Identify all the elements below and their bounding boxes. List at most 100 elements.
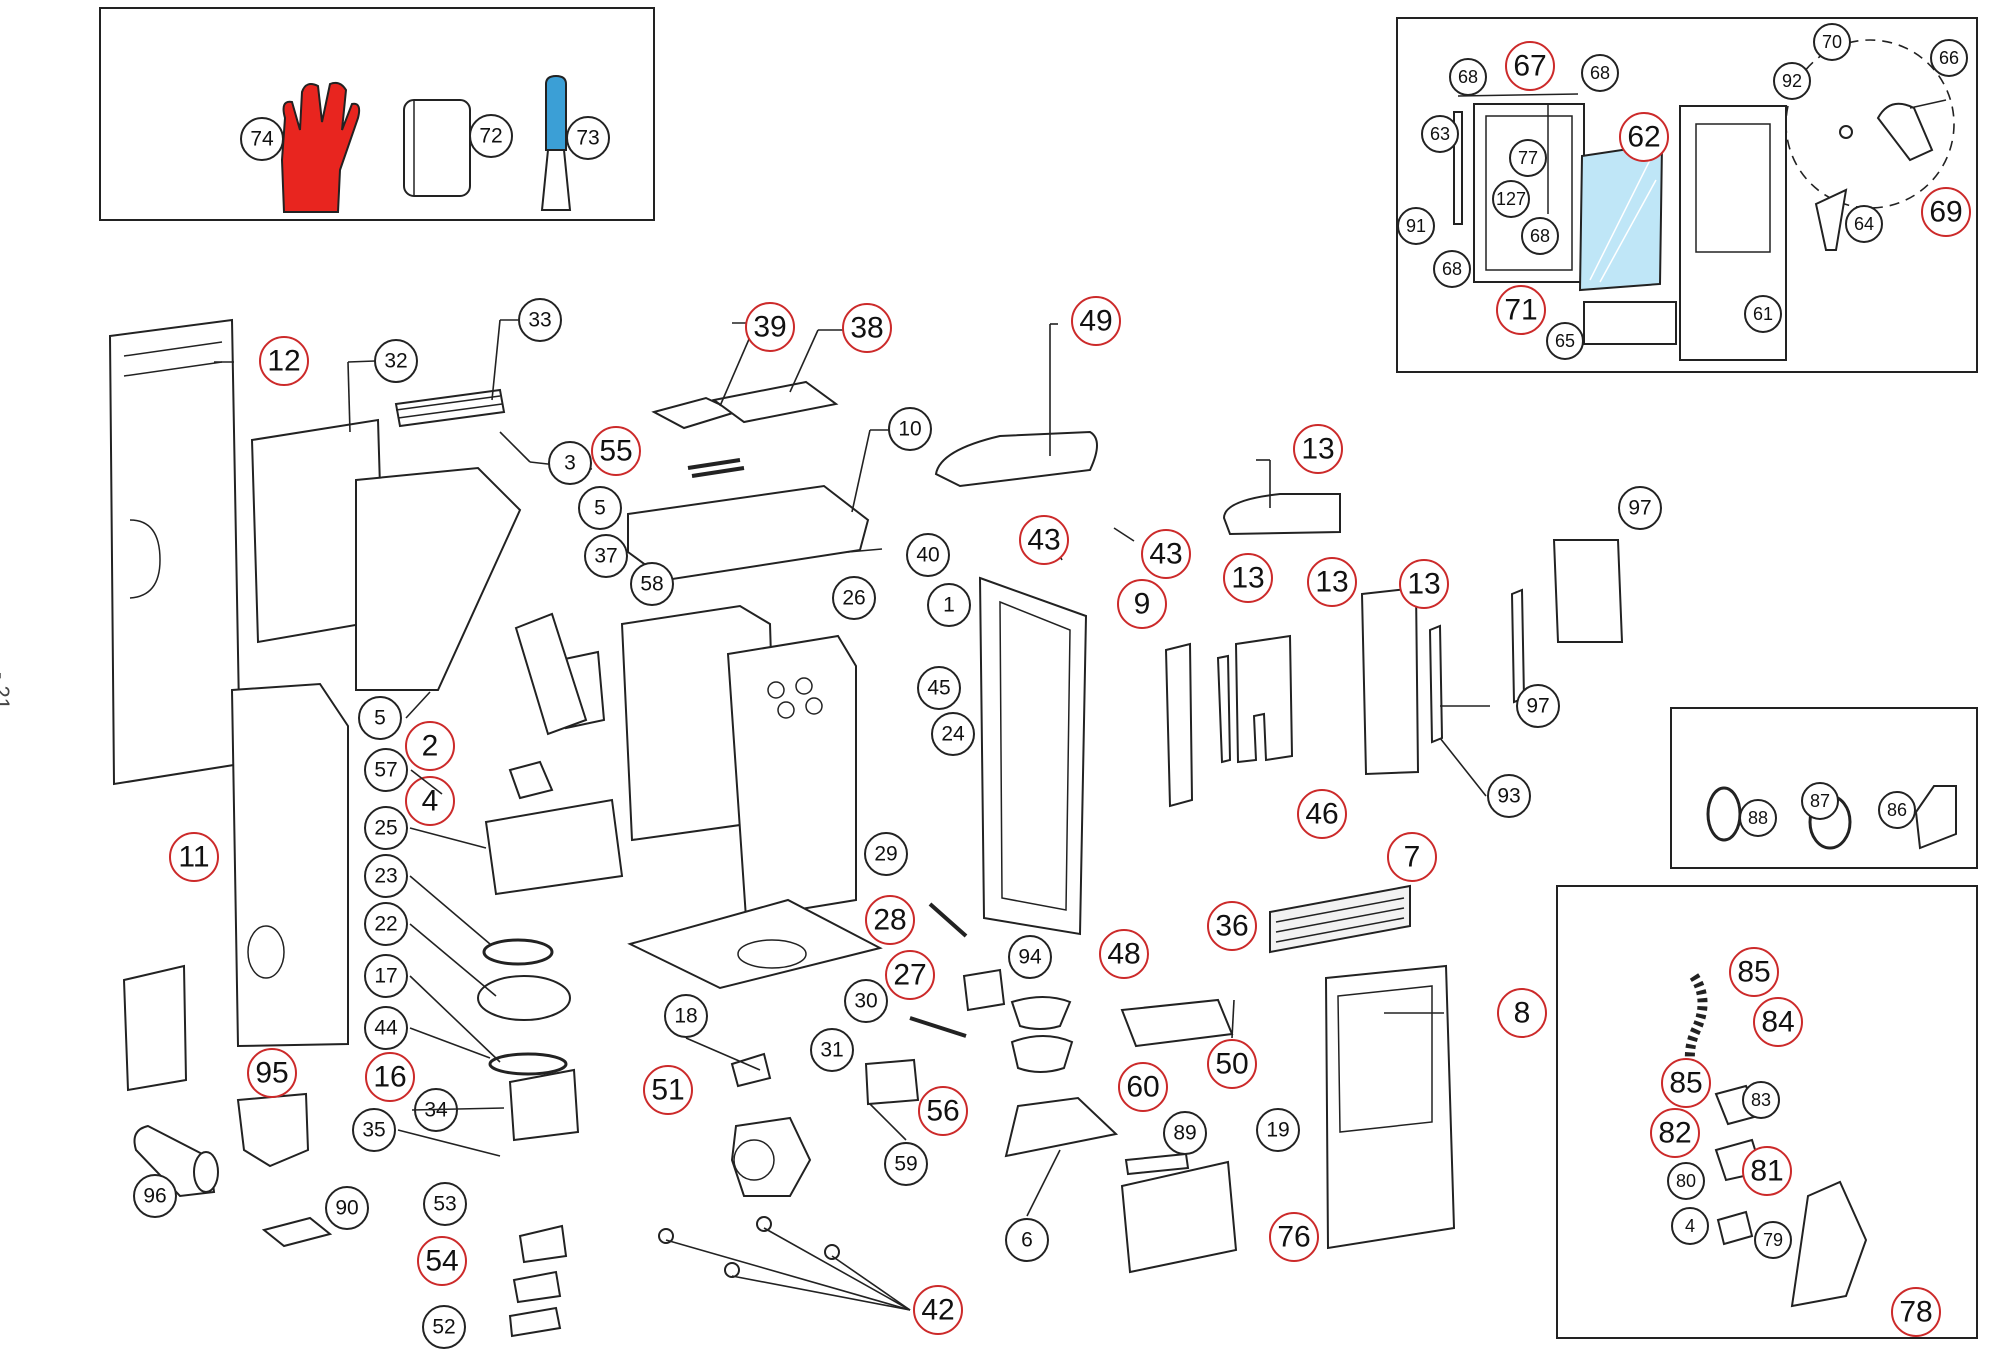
callout-label: 67 — [1513, 50, 1546, 83]
door-frame-63 — [1453, 111, 1463, 225]
board-19 — [1120, 1160, 1238, 1274]
callout-label: 60 — [1126, 1071, 1159, 1104]
elbow-86 — [1914, 785, 1957, 850]
callout-label: 16 — [373, 1061, 406, 1094]
plate-59 — [864, 1058, 920, 1106]
callout: 83 — [1742, 1081, 1780, 1119]
door-assembly-panel — [1396, 17, 1978, 373]
callout: 87 — [1801, 782, 1839, 820]
callout-label: 9 — [1134, 588, 1151, 621]
part-6 — [1004, 1096, 1119, 1158]
callout-label: 63 — [1430, 124, 1450, 144]
callout-label: 48 — [1107, 938, 1140, 971]
rod-31 — [909, 1016, 967, 1038]
callout: 49 — [1071, 296, 1121, 346]
callout-label: 44 — [374, 1017, 398, 1040]
callout-label: 13 — [1407, 568, 1440, 601]
callout-label: 43 — [1149, 538, 1182, 571]
callout-label: 127 — [1496, 189, 1526, 209]
callout-label: 56 — [926, 1095, 959, 1128]
callout: 94 — [1008, 935, 1052, 979]
cable-55 — [687, 458, 745, 478]
auger-kit-panel — [1556, 885, 1978, 1339]
callout-label: 69 — [1929, 196, 1962, 229]
callout: 33 — [518, 298, 562, 342]
callout: 2 — [405, 721, 455, 771]
callout: 17 — [364, 954, 408, 998]
callout-label: 89 — [1173, 1122, 1196, 1145]
callout-label: 38 — [850, 312, 883, 345]
callout-label: 87 — [1810, 791, 1830, 811]
callout: 68 — [1581, 54, 1619, 92]
gasket-17 — [488, 1052, 568, 1076]
callout: 29 — [864, 832, 908, 876]
motor-4b — [1716, 1210, 1754, 1246]
callout-label: 79 — [1763, 1230, 1783, 1250]
callout-label: 68 — [1530, 226, 1550, 246]
callout-label: 76 — [1277, 1221, 1310, 1254]
callout-label: 13 — [1231, 562, 1264, 595]
callout: 84 — [1753, 997, 1803, 1047]
callout: 64 — [1845, 205, 1883, 243]
fan-16 — [508, 1068, 580, 1142]
rod-28 — [928, 902, 968, 938]
callout: 24 — [931, 712, 975, 756]
callout: 69 — [1921, 187, 1971, 237]
bracket-93 — [1428, 624, 1444, 744]
callout-label: 93 — [1497, 785, 1520, 808]
callout: 8 — [1497, 988, 1547, 1038]
callout: 48 — [1099, 929, 1149, 979]
callout: 76 — [1269, 1212, 1319, 1262]
flue-kit-panel — [1670, 707, 1978, 869]
foot-1 — [658, 1228, 674, 1244]
callout-label: 91 — [1406, 216, 1426, 236]
scraper-blade — [540, 149, 572, 211]
cup-60 — [1010, 1035, 1074, 1073]
callout-label: 6 — [1021, 1229, 1033, 1252]
callout: 82 — [1650, 1108, 1700, 1158]
callout: 18 — [664, 994, 708, 1038]
part-52 — [508, 1306, 562, 1338]
accessories-panel — [99, 7, 655, 221]
callout-label: 97 — [1628, 497, 1651, 520]
wax-block — [403, 99, 471, 197]
callout: 96 — [133, 1174, 177, 1218]
callout-label: 52 — [432, 1316, 455, 1339]
leader-lines-lower — [397, 691, 1490, 1311]
callout: 57 — [364, 748, 408, 792]
panel-13c — [1360, 586, 1420, 776]
callout-label: 32 — [384, 350, 407, 373]
back-panel-12 — [108, 318, 242, 786]
callout-label: 4 — [1685, 1216, 1695, 1236]
callout-label: 82 — [1658, 1117, 1691, 1150]
callout: 68 — [1521, 217, 1559, 255]
callout-label: 62 — [1627, 121, 1660, 154]
callout-label: 12 — [267, 345, 300, 378]
accessory-callouts: 74 72 73 — [240, 114, 610, 161]
callout-label: 68 — [1458, 67, 1478, 87]
callout: 89 — [1163, 1111, 1207, 1155]
callout-label: 10 — [898, 418, 921, 441]
callout: 72 — [469, 114, 513, 158]
callout: 52 — [422, 1305, 466, 1349]
callout-label: 83 — [1751, 1090, 1771, 1110]
scraper-handle — [545, 74, 567, 151]
panel-3 — [355, 466, 522, 691]
callout-label: 5 — [374, 707, 386, 730]
callout-label: 40 — [916, 544, 939, 567]
callout-label: 39 — [753, 311, 786, 344]
callout: 27 — [885, 950, 935, 1000]
small-kit-callouts: 88 87 86 — [1739, 782, 1916, 837]
callout-label: 23 — [374, 865, 397, 888]
body-frame-1 — [726, 634, 857, 920]
callout-label: 85 — [1669, 1067, 1702, 1100]
motor-51 — [730, 1116, 812, 1197]
callout: 59 — [884, 1142, 928, 1186]
callout-label: 28 — [873, 904, 906, 937]
door-plate-65 — [1583, 301, 1677, 345]
callout: 78 — [1891, 1287, 1941, 1337]
callout: 43 — [1141, 529, 1191, 579]
auger-spiral — [1684, 973, 1708, 1093]
callout-label: 3 — [564, 452, 576, 475]
